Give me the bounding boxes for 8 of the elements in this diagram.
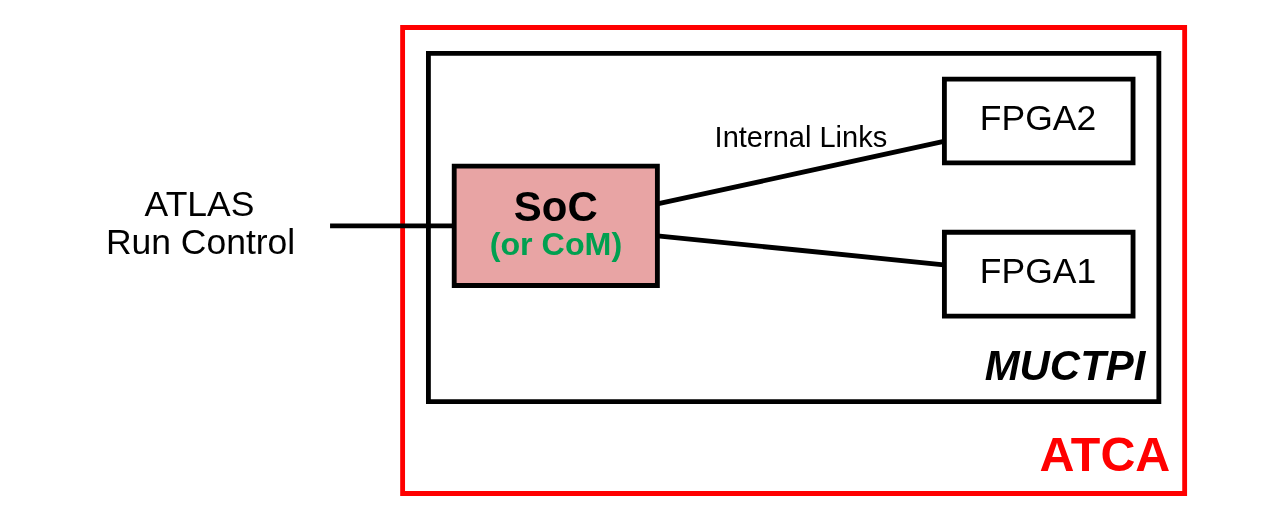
connector (656, 233, 944, 268)
node-box: SoC (or CoM) (451, 163, 660, 288)
connector (656, 139, 944, 207)
node-box: FPGA1 (941, 229, 1135, 319)
connector (329, 223, 454, 229)
node-box: FPGA2 (941, 76, 1135, 166)
edge-label: Internal Links (714, 121, 887, 154)
node-text: ATLAS Run Control (105, 183, 295, 263)
